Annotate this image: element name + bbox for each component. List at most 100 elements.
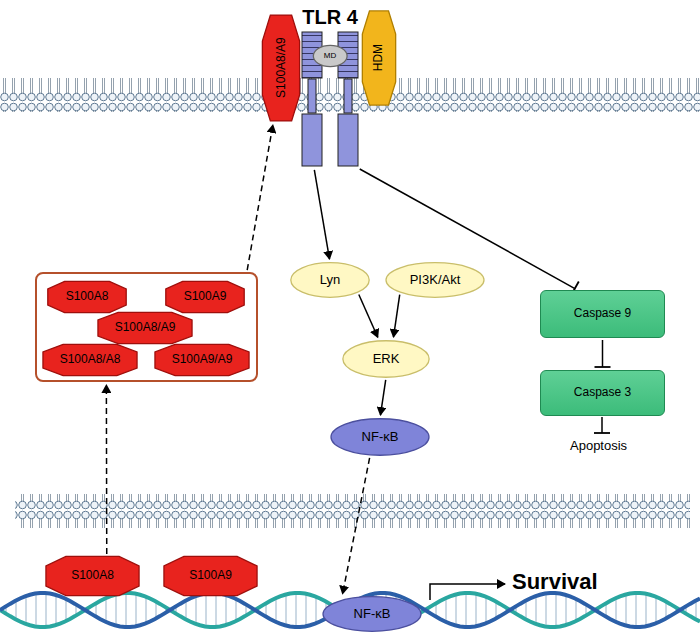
node-text: HDM [372,44,385,71]
dna-rung [296,593,297,627]
dna-rung [146,597,147,623]
connector-line [602,340,604,367]
plasma-membrane [0,78,700,112]
node-text: Lyn [320,273,340,287]
activation-connector [247,125,273,270]
dna-rung [66,599,67,621]
dna-rung [216,593,217,627]
tlr4-receptor [302,32,358,166]
node-text: S100A8/A9 [274,38,287,99]
connector-line [380,380,385,415]
dna-rung [526,601,527,620]
dna-rung [486,597,487,623]
node-text: Caspase 9 [574,307,631,320]
dna-rung [546,594,547,627]
connector-line [359,294,378,337]
node-text: NF-κB [354,607,391,621]
connector-line [314,170,329,259]
connector-line [393,295,399,337]
node-text: S100A9 [189,569,232,582]
dna-rung [446,598,447,622]
dna-rung [26,596,27,624]
caspase-box: Caspase 9 [540,290,665,338]
dna-rung [276,598,277,622]
dna-rung [126,593,127,627]
node-text: PI3K/Akt [410,273,461,287]
dna-rung [116,595,117,626]
dna-rung [286,595,287,626]
activation-connector [393,295,399,337]
activation-connector [314,170,329,259]
activation-connector [359,294,378,337]
dna-rung [616,598,617,622]
connector-line [343,458,370,594]
inhibition-connector [595,340,611,367]
dna-rung [56,595,57,625]
transcription-factor-ellipse: NF-κB [322,596,422,632]
dna-rung [626,595,627,626]
dna-rung [196,596,197,624]
outcome-label: Survival [512,569,598,595]
protein-octagon: S100A8/A8 [42,344,138,376]
dna-rung [16,601,17,620]
activation-connector [343,458,370,594]
kinase-ellipse: ERK [342,340,430,378]
node-text: S100A8 [71,569,114,582]
dna-rung [106,598,107,622]
dna-rung [306,594,307,626]
protein-octagon: S100A9 [165,281,245,313]
md2-circle: MD [313,45,347,67]
dna-rung [236,599,237,621]
node-text: S100A8/A8 [60,353,121,366]
dna-rung [466,593,467,627]
node-text: S100A9/A9 [172,353,233,366]
kinase-ellipse: Lyn [290,262,370,298]
ligand-octagon: HDM [362,10,396,106]
dna-rung [226,595,227,625]
protein-octagon: S100A8/A9 [97,312,193,344]
ligand-octagon: S100A8/A9 [262,14,300,122]
node-text: Caspase 3 [574,386,631,399]
dna-rung [316,597,317,623]
survival-arrow [430,584,505,600]
dna-rung [656,597,657,623]
dna-rung [206,594,207,627]
dna-rung [556,593,557,627]
connector-line [247,125,273,270]
node-text: NF-κB [362,430,399,444]
connector-line [106,385,108,554]
inhibition-line [601,417,603,433]
caspase-box: Caspase 3 [540,370,665,416]
protein-octagon: S100A8 [45,556,140,596]
node-text: ERK [373,352,400,366]
transcription-factor-ellipse: NF-κB [330,418,430,456]
dna-rung [186,601,187,620]
dna-rung [36,594,37,627]
activation-connector [106,385,107,554]
receptor-label-area: TLR 4 [290,6,370,168]
node-text: MD [324,52,336,61]
activation-connector [380,380,385,415]
protein-octagon: S100A8 [47,281,127,313]
node-text: TLR 4 [302,6,358,28]
dna-rung [456,595,457,626]
inhibition-bar [595,366,611,368]
protein-octagon: S100A9/A9 [154,344,250,376]
protein-octagon: S100A9 [163,556,258,596]
dna-rung [476,594,477,626]
inhibition-bar [594,432,610,434]
dna-rung [636,593,637,627]
dna-rung [136,594,137,626]
dna-rung [536,596,537,624]
dna-rung [46,593,47,627]
node-text: S100A9 [184,290,227,303]
node-text: S100A8 [66,290,109,303]
kinase-ellipse: PI3K/Akt [385,262,485,298]
group-box: S100A8 S100A9S100A8/A9S100A8/A8 S100A9/A9 [35,272,258,382]
outcome-label: Apoptosis [570,438,627,453]
dna-rung [576,599,577,621]
dna-rung [696,601,697,620]
dna-rung [646,594,647,626]
dna-rung [566,595,567,625]
inner-membrane [15,494,690,528]
